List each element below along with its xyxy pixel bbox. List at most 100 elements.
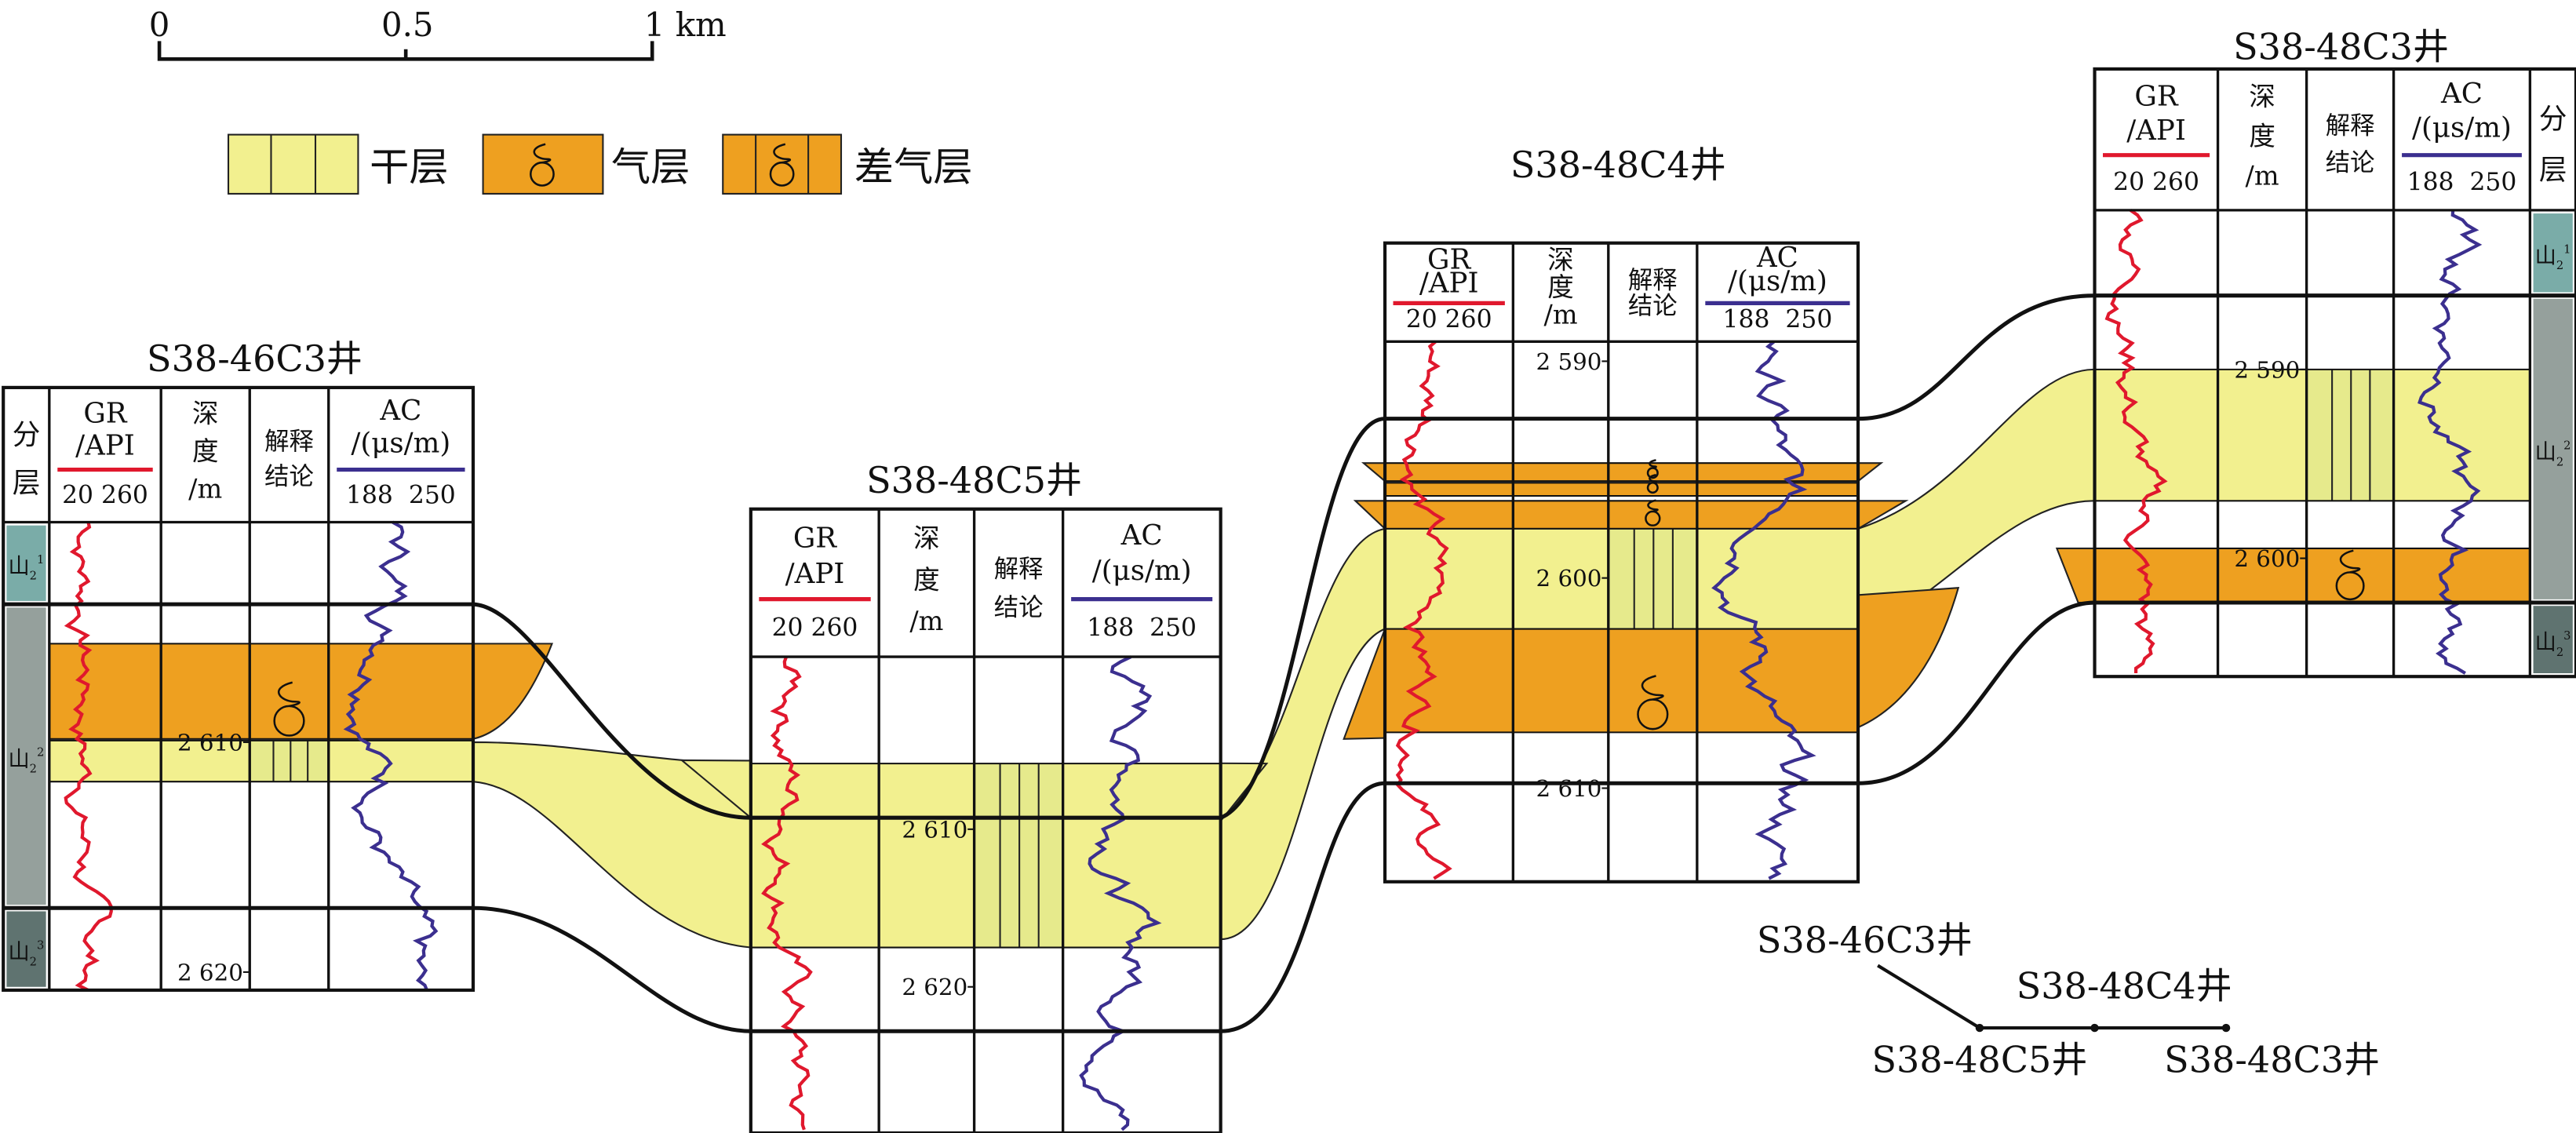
depth-label: 2 610 [902, 816, 967, 843]
horizon-correlation-curve [1219, 417, 1386, 820]
depth-label: 2 620 [902, 974, 967, 1000]
legend-poor-gas-label: 差气层 [854, 144, 973, 190]
header-ac-unit: /(μs/m) [2412, 111, 2512, 144]
header-ac: AC [2440, 78, 2483, 110]
well-title: S38-46C3井 [147, 337, 363, 380]
header-depth-unit: /m [188, 474, 222, 505]
index-well-label: S38-48C5井 [1871, 1039, 2087, 1081]
ac-log-curve [1711, 340, 1816, 880]
header-ac-range: 188 250 [1087, 614, 1197, 643]
scale-bar [157, 41, 654, 61]
depth-label: 2 590 [2234, 356, 2300, 383]
header-interp: 解释 [1628, 266, 1678, 294]
header-gr-unit: /API [75, 430, 135, 462]
gas-lens-w4 [2055, 547, 2096, 604]
header-ac-range: 188 250 [1723, 306, 1833, 334]
gas-symbol-icon [530, 143, 555, 187]
header-interp: 解释 [264, 428, 314, 456]
header-depth: 深 [1547, 244, 1574, 275]
header-ac-unit: /(μs/m) [1728, 265, 1827, 297]
horizon-correlation-curve [1858, 600, 2095, 785]
gas-interp-symbol [273, 681, 305, 737]
stratum-3 [6, 911, 46, 987]
stratum-1 [2533, 213, 2573, 293]
well-location-dot [2221, 1023, 2231, 1033]
dry-interp-fill [2306, 369, 2394, 501]
gas-layer [1385, 483, 1859, 497]
gas-symbol-circle [2335, 571, 2365, 601]
legend-dry-swatch [227, 133, 359, 195]
header-gr: GR [793, 523, 837, 555]
gas-symbol-circle [1646, 467, 1659, 479]
header-gr-unit: /API [785, 558, 845, 590]
stratum-3 [2533, 606, 2573, 674]
header-depth: 深 [192, 399, 219, 429]
header-ac: AC [1120, 519, 1163, 552]
horizon-correlation-curve [1858, 293, 2095, 421]
stratum-label: 山22 [2535, 439, 2571, 468]
gas-layer [1385, 501, 1859, 529]
well-table-border [2, 385, 475, 993]
dry-interp-fill [250, 740, 329, 782]
stratum-label: 山23 [8, 939, 44, 969]
header-gr-unit: /API [2126, 115, 2186, 147]
index-well-label: S38-46C3井 [1757, 919, 1973, 961]
gas-symbol-curl [773, 143, 792, 164]
depth-label: 2 600 [2234, 545, 2300, 572]
index-well-label: S38-48C3井 [2164, 1039, 2380, 1081]
header-ac: AC [379, 395, 421, 427]
gas-layer [49, 643, 473, 739]
header-ac-range: 188 250 [346, 481, 456, 509]
header-depth-unit: /m [909, 606, 943, 636]
stratum-2 [2533, 298, 2573, 599]
depth-label: 2 610 [177, 729, 243, 756]
ac-log-curve [1079, 655, 1162, 1131]
header-interp: 结论 [1628, 292, 1678, 320]
index-well-label: S38-48C4井 [2017, 964, 2232, 1007]
header-gr-range: 20 260 [772, 614, 858, 643]
header-gr: GR [83, 398, 127, 430]
header-depth: 度 [913, 564, 940, 595]
gas-layer [1385, 463, 1859, 482]
gas-symbol-curl [2339, 549, 2361, 574]
dry-band-3-4 [1856, 368, 2096, 630]
header-ac-unit: /(μs/m) [351, 427, 450, 459]
header-gr: GR [2134, 81, 2178, 113]
header-depth: 度 [2249, 121, 2275, 151]
header-interp: 结论 [994, 593, 1044, 621]
legend: 干层气层差气层 [227, 133, 973, 195]
horizon-correlation-curve [472, 602, 751, 820]
header-strat: 层 [13, 468, 41, 500]
well-table-border [1383, 241, 1860, 883]
gas-symbol-curl [533, 143, 552, 164]
well-location-dot [2090, 1023, 2099, 1033]
header-depth: 深 [2249, 82, 2275, 112]
header-interp: 解释 [2326, 112, 2375, 140]
well-title: S38-48C3井 [2233, 25, 2449, 67]
stratum-label: 山21 [2535, 242, 2571, 272]
header-interp: 结论 [264, 462, 314, 490]
ac-log-curve [2418, 209, 2483, 675]
header-ac-range: 188 250 [2407, 169, 2517, 197]
well-title: S38-48C5井 [866, 459, 1082, 501]
header-gr-range: 20 260 [1406, 306, 1492, 334]
well-table-border [749, 507, 1222, 1133]
gas-symbol-curl [278, 681, 301, 708]
gas-layer [2094, 548, 2530, 603]
header-interp: 解释 [994, 555, 1044, 583]
dry-band-1-2 [472, 741, 752, 949]
well-table-border [2093, 67, 2576, 679]
well-location-index: S38-46C3井 S38-48C4井 S38-48C5井 S38-48C3井 [1757, 919, 2380, 1081]
header-gr-range: 20 260 [62, 481, 148, 509]
gr-log-curve [64, 522, 113, 992]
gas-symbol-curl [1647, 499, 1659, 513]
stratum-1 [6, 525, 46, 601]
legend-dry-label: 干层 [370, 144, 448, 190]
header-gr-unit: /API [1419, 268, 1479, 300]
header-strat: 分 [2539, 103, 2567, 135]
